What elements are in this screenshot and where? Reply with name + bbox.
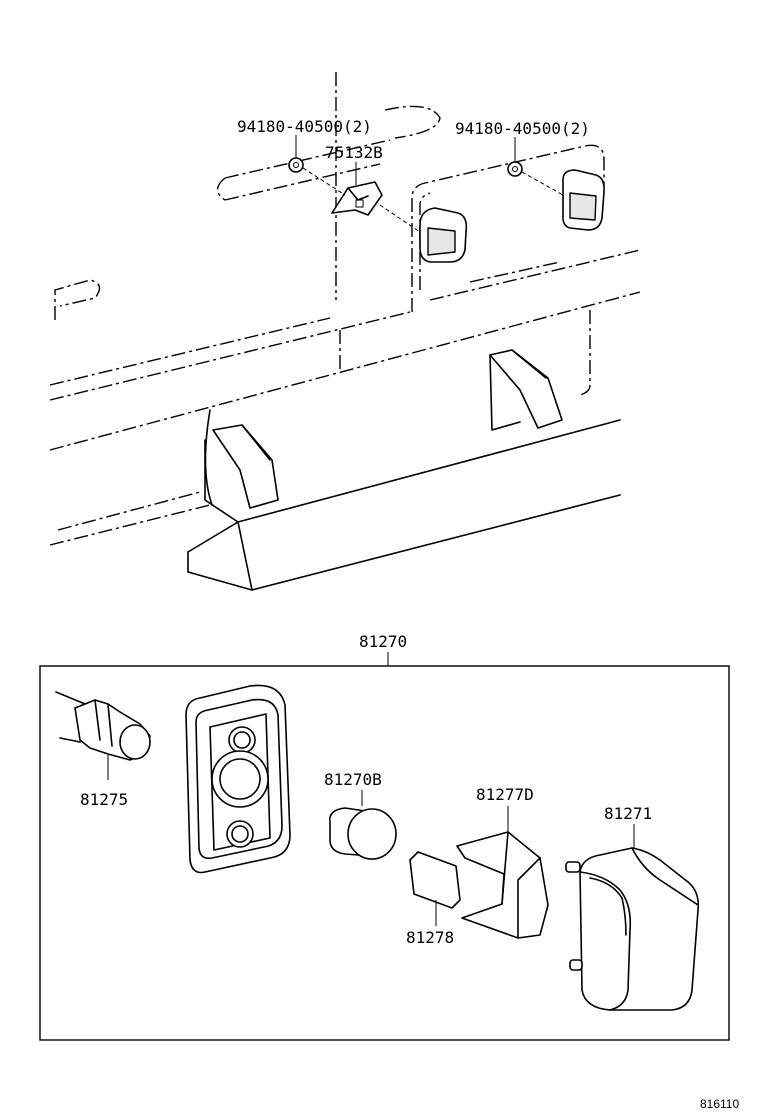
assembly-box [39, 652, 730, 1041]
label-lens: 81271 [604, 804, 652, 823]
label-bulb: 81270B [324, 770, 382, 789]
label-nut-left: 94180-40500(2) [237, 117, 372, 136]
reference-number: 816110 [700, 1097, 739, 1111]
installed-lamp-left [419, 207, 468, 263]
nut-right [507, 161, 523, 177]
cover-81277d [456, 806, 549, 939]
gasket-81278 [409, 851, 461, 926]
upper-leaders [295, 135, 564, 233]
installed-lamp-right [562, 169, 605, 231]
label-socket: 81275 [80, 790, 128, 809]
label-nut-right: 94180-40500(2) [455, 119, 590, 138]
socket-81275 [55, 691, 151, 780]
bulb-81270b [328, 790, 397, 860]
label-cover: 81277D [476, 785, 534, 804]
bumper-illustration [49, 72, 641, 591]
lamp-housing [185, 684, 291, 874]
lens-81271 [565, 824, 700, 1011]
bracket-75132b [331, 181, 383, 216]
nut-left [288, 157, 304, 173]
label-gasket: 81278 [406, 928, 454, 947]
label-bracket: 75132B [325, 143, 383, 162]
label-assembly: 81270 [359, 632, 407, 651]
